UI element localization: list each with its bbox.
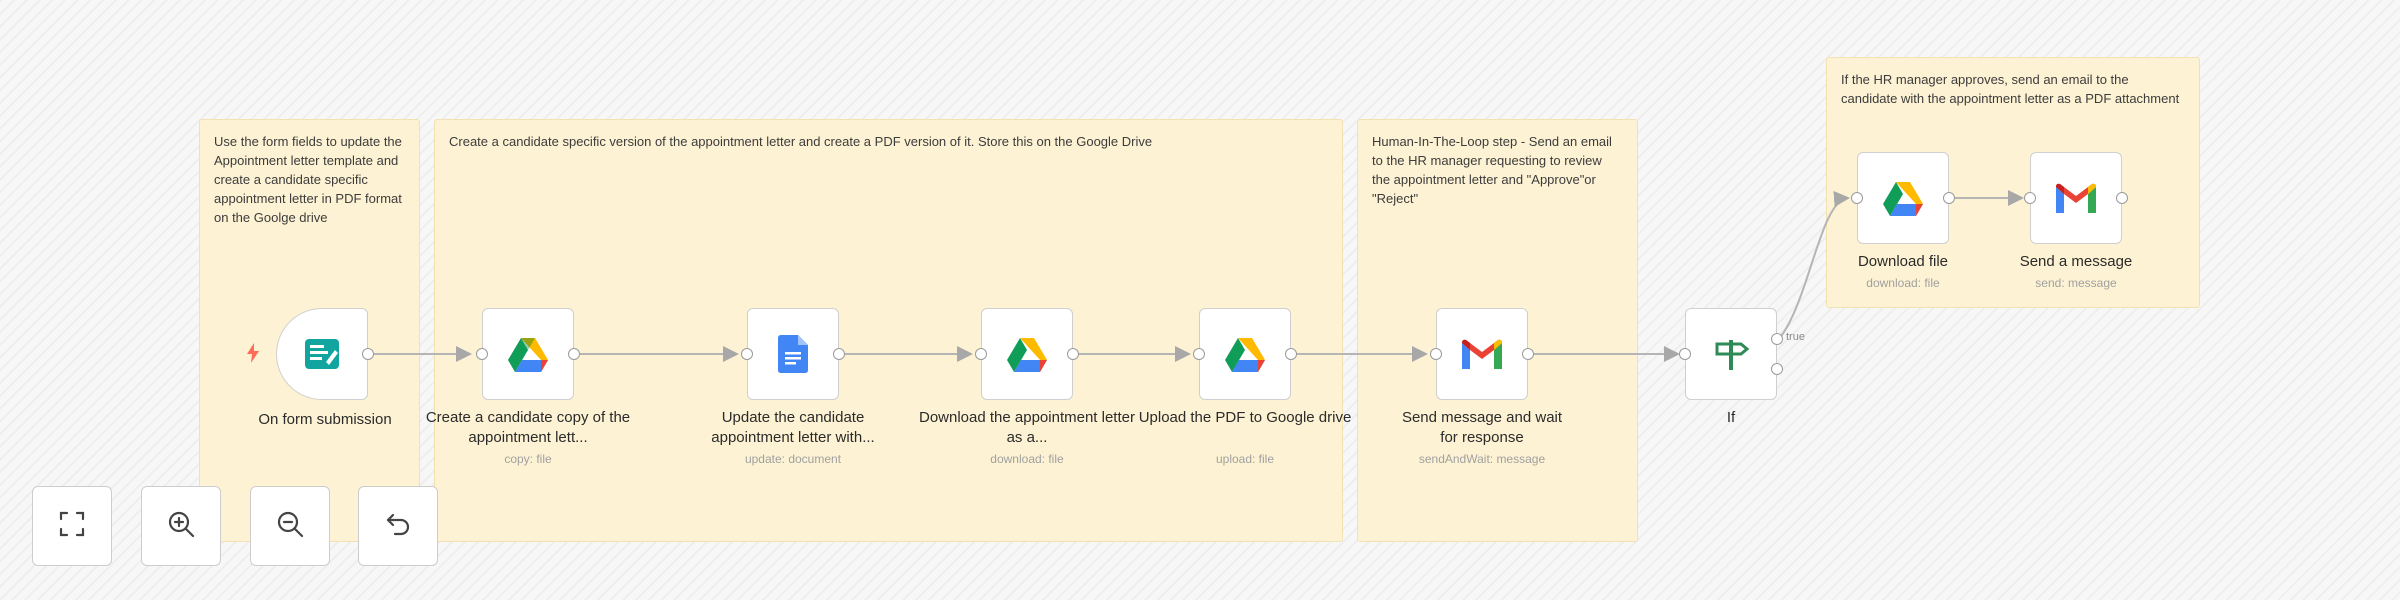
node-send-and-wait[interactable]: [1436, 308, 1528, 400]
google-drive-icon: [1223, 332, 1267, 376]
output-port[interactable]: [833, 348, 845, 360]
node-label: Update the candidate appointment letter …: [711, 409, 875, 446]
node-create-candidate-copy[interactable]: [482, 308, 574, 400]
sticky-note-create-pdf[interactable]: Create a candidate specific version of t…: [434, 119, 1343, 542]
output-port-false[interactable]: [1771, 363, 1783, 375]
google-docs-icon: [771, 332, 815, 376]
node-subtitle: send: message: [2035, 276, 2117, 290]
fullscreen-icon: [57, 509, 87, 544]
input-port[interactable]: [1851, 192, 1863, 204]
sticky-note-text: Use the form fields to update the Appoin…: [214, 134, 402, 225]
true-branch-label: true: [1786, 331, 1805, 343]
connection-line: [1778, 191, 1850, 340]
sticky-note-text: Create a candidate specific version of t…: [449, 134, 1153, 149]
sticky-note-text: Human-In-The-Loop step - Send an email t…: [1372, 134, 1612, 206]
input-port[interactable]: [975, 348, 987, 360]
node-label: If: [1726, 409, 1736, 426]
node-label: Upload the PDF to Google drive: [1138, 409, 1352, 426]
output-port-true[interactable]: [1771, 333, 1783, 345]
zoom-out-button[interactable]: [250, 486, 330, 566]
node-if[interactable]: [1685, 308, 1777, 400]
node-subtitle: download: file: [1866, 276, 1940, 290]
undo-icon: [383, 509, 413, 544]
node-update-appointment-letter[interactable]: [747, 308, 839, 400]
if-signpost-icon: [1709, 332, 1753, 376]
node-label: On form submission: [258, 411, 392, 428]
node-subtitle: sendAndWait: message: [1418, 452, 1546, 466]
input-port[interactable]: [2024, 192, 2036, 204]
output-port[interactable]: [1067, 348, 1079, 360]
output-port[interactable]: [1522, 348, 1534, 360]
node-subtitle: download: file: [990, 452, 1064, 466]
node-label: Download file: [1857, 253, 1949, 270]
node-send-a-message[interactable]: [2030, 152, 2122, 244]
output-port[interactable]: [1943, 192, 1955, 204]
output-port[interactable]: [568, 348, 580, 360]
node-upload-pdf[interactable]: [1199, 308, 1291, 400]
node-download-file[interactable]: [1857, 152, 1949, 244]
node-label: Send a message: [2019, 253, 2133, 270]
input-port[interactable]: [1679, 348, 1691, 360]
google-drive-icon: [1005, 332, 1049, 376]
output-port[interactable]: [2116, 192, 2128, 204]
node-download-appointment-letter[interactable]: [981, 308, 1073, 400]
output-port[interactable]: [362, 348, 374, 360]
google-drive-icon: [1881, 176, 1925, 220]
node-label: Send message and wait for response: [1401, 409, 1563, 446]
node-subtitle: copy: file: [504, 452, 552, 466]
node-label: Download the appointment letter as a...: [919, 409, 1135, 446]
gmail-icon: [2054, 176, 2098, 220]
input-port[interactable]: [741, 348, 753, 360]
google-drive-icon: [506, 332, 550, 376]
sticky-note-text: If the HR manager approves, send an emai…: [1841, 72, 2180, 106]
zoom-out-icon: [275, 509, 305, 544]
input-port[interactable]: [1193, 348, 1205, 360]
node-on-form-submission[interactable]: [276, 308, 368, 400]
input-port[interactable]: [476, 348, 488, 360]
reset-zoom-button[interactable]: [358, 486, 438, 566]
input-port[interactable]: [1430, 348, 1442, 360]
node-label: Create a candidate copy of the appointme…: [425, 409, 631, 446]
zoom-in-icon: [166, 509, 196, 544]
lightning-bolt-icon: [246, 343, 260, 368]
node-subtitle: update: document: [744, 452, 842, 466]
form-icon: [300, 332, 344, 376]
node-subtitle: upload: file: [1215, 452, 1275, 466]
fit-view-button[interactable]: [32, 486, 112, 566]
output-port[interactable]: [1285, 348, 1297, 360]
gmail-icon: [1460, 332, 1504, 376]
zoom-in-button[interactable]: [141, 486, 221, 566]
sticky-note-form[interactable]: Use the form fields to update the Appoin…: [199, 119, 420, 542]
